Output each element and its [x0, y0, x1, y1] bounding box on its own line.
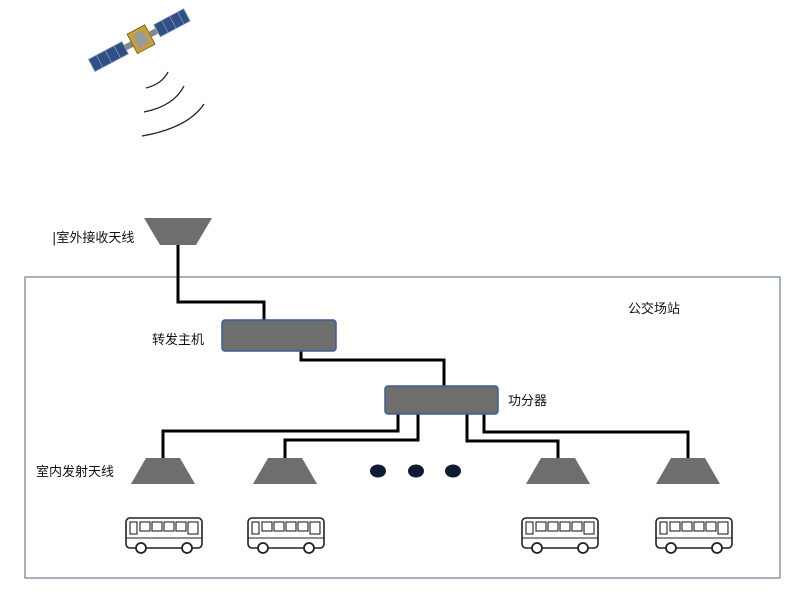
- bus-icon: [655, 517, 733, 554]
- outdoor-antenna: [144, 218, 212, 245]
- bus-icon: [521, 517, 599, 554]
- indoor-antenna: [526, 458, 590, 484]
- repeater-host-label: 转发主机: [152, 332, 204, 348]
- station-frame: [24, 276, 781, 579]
- satellite-icon: [87, 8, 191, 73]
- indoor-antenna: [253, 458, 317, 484]
- indoor-antenna: [131, 458, 195, 484]
- signal-waves-icon: [141, 71, 205, 137]
- indoor-antenna: [656, 458, 720, 484]
- repeater-host: [221, 319, 337, 352]
- bus-icon: [125, 517, 203, 554]
- power-splitter: [384, 385, 499, 415]
- ellipsis-dots-icon: [370, 464, 461, 478]
- indoor-antenna-label: 室内发射天线: [36, 464, 114, 480]
- station-label: 公交场站: [628, 301, 680, 317]
- bus-icon: [247, 517, 325, 554]
- outdoor-antenna-label: |室外接收天线: [52, 230, 134, 246]
- power-splitter-label: 功分器: [508, 394, 547, 409]
